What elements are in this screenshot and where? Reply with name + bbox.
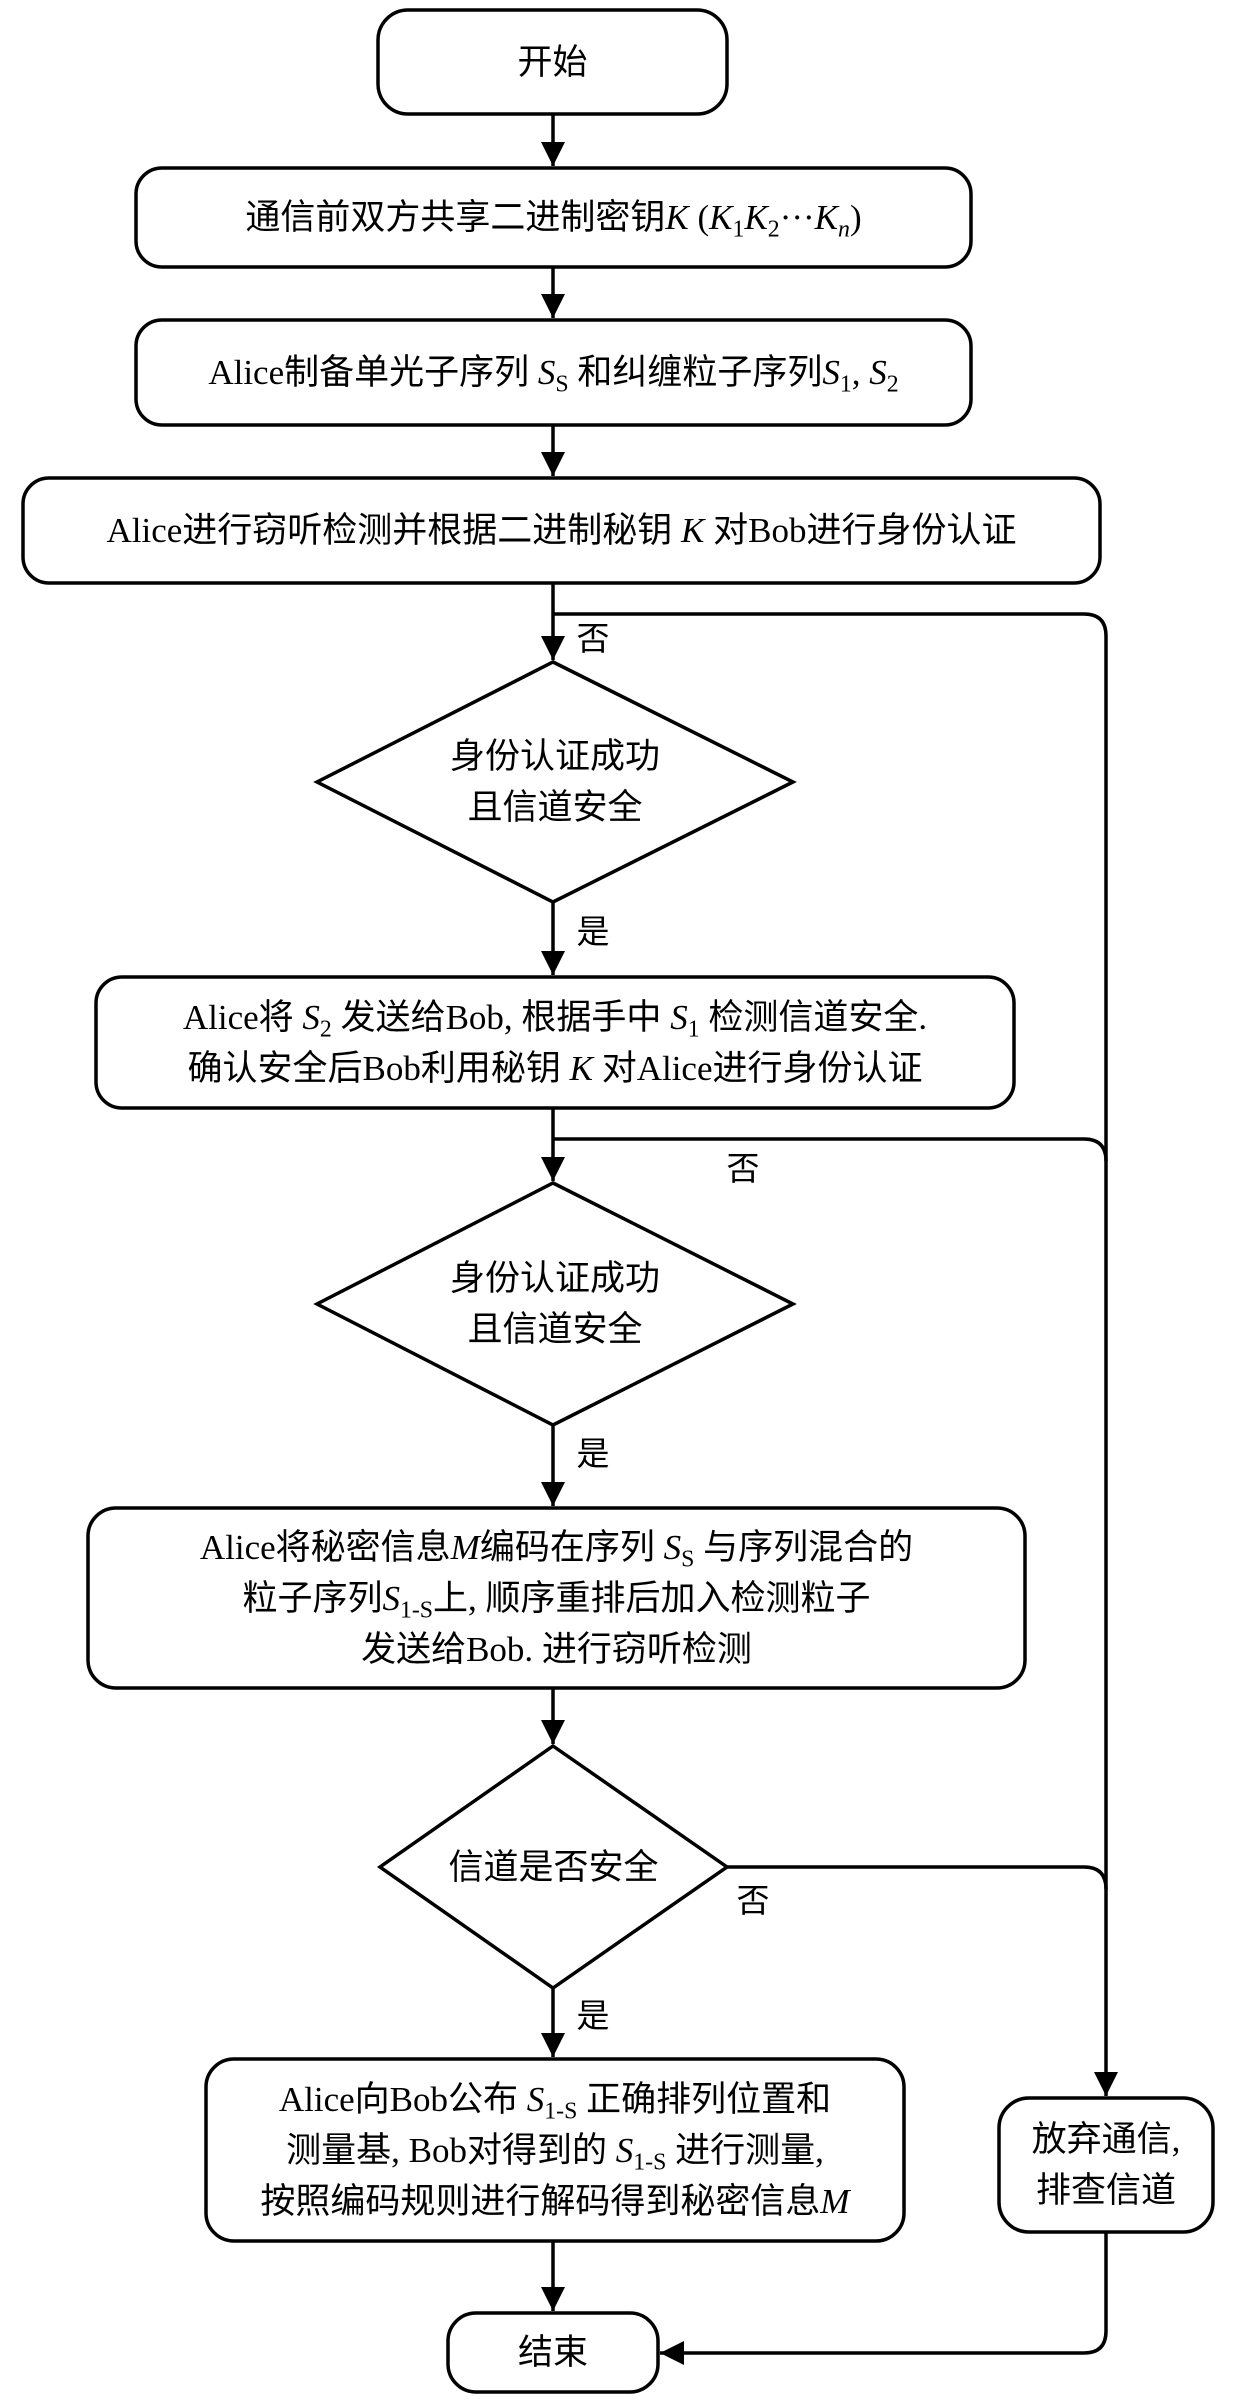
- node-bob-auth-shape: [94, 975, 1016, 1110]
- node-abort-shape: [997, 2096, 1215, 2234]
- edge-label-yes-3: 是: [576, 1999, 610, 2035]
- edge-label-yes-2: 是: [576, 1437, 610, 1473]
- edge-decision-1-no-branch: [553, 612, 1118, 2096]
- edge-decision-3-no-branch: [727, 1865, 1108, 1890]
- node-share-key-shape: [134, 166, 973, 269]
- edge-label-no-1: 否: [576, 622, 610, 658]
- node-start-shape: [376, 8, 729, 116]
- edge-label-no-2: 否: [726, 1152, 760, 1188]
- node-decision-3-shape: [376, 1743, 731, 1991]
- edge-abort-to-end: [660, 2232, 1108, 2365]
- edge-label-yes-1: 是: [576, 915, 610, 951]
- node-end-shape: [446, 2311, 660, 2394]
- node-prepare-shape: [134, 318, 973, 427]
- node-encode-shape: [86, 1506, 1027, 1690]
- node-decision-2-shape: [313, 1181, 797, 1427]
- node-decision-1-shape: [313, 660, 797, 904]
- edge-label-no-3: 否: [736, 1884, 770, 1920]
- edge-decision-2-no-branch: [553, 1137, 1108, 1162]
- node-decode-shape: [204, 2057, 906, 2243]
- node-alice-auth-shape: [21, 476, 1102, 585]
